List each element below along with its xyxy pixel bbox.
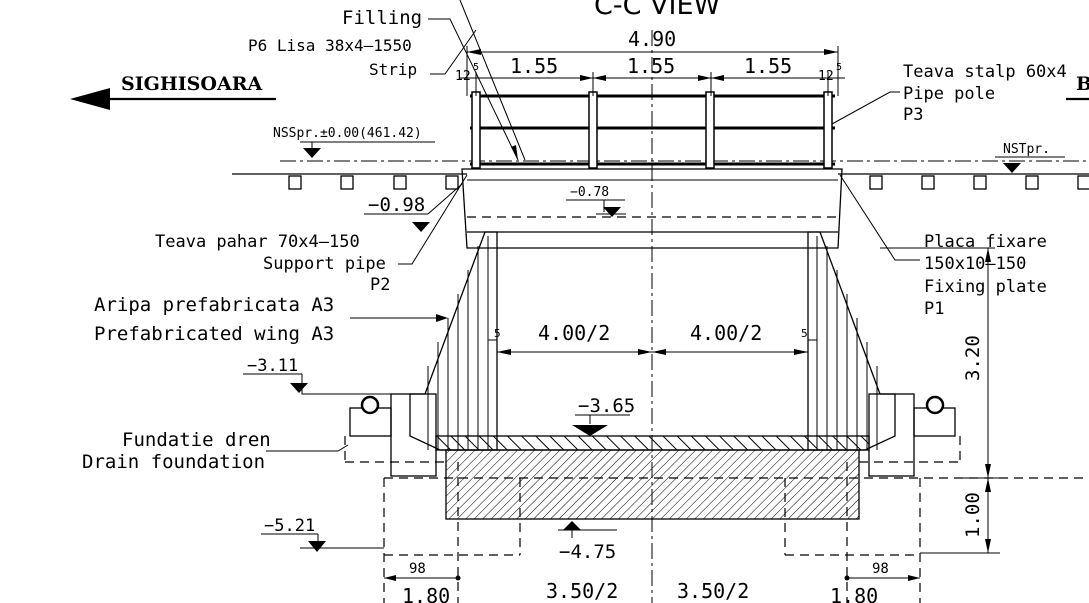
- level-365: −3.65: [578, 395, 635, 417]
- callout-pipe-pole-code: P3: [903, 105, 923, 125]
- level-098-mark: [364, 183, 463, 232]
- callout-fixing-plate-en: Fixing plate: [924, 277, 1047, 297]
- callout-wing-en: Prefabricated wing A3: [94, 323, 334, 345]
- direction-left-arrow: [70, 88, 276, 110]
- callout-support-pipe-code: P2: [370, 275, 390, 295]
- callout-drain-ro: Fundatie dren: [122, 429, 271, 451]
- level-nss-mark: [300, 141, 435, 158]
- level-521: −5.21: [264, 516, 315, 536]
- bottom-slab: [435, 435, 870, 451]
- dim-bottom-right: 1.80: [830, 584, 878, 603]
- leader-support-pipe: [398, 174, 468, 265]
- leader-pipe-pole: [831, 91, 900, 125]
- drain-right: [859, 393, 961, 477]
- dimension-vertical: [880, 247, 1000, 554]
- dim-edge-left-sup: 5: [473, 62, 479, 73]
- lower-dashed-walls: [383, 462, 921, 603]
- level-311-mark: [243, 373, 391, 395]
- dim-bottom-mid-right: 3.50/2: [677, 579, 749, 603]
- level-098: −0.98: [368, 194, 425, 216]
- dim-bottom-mid-left: 3.50/2: [546, 579, 618, 603]
- callout-fixing-plate-size: 150x10–150: [924, 254, 1026, 274]
- leader-fixing-plate: [839, 174, 920, 261]
- dim-span-right: 1.55: [744, 54, 792, 78]
- dim-height-wall: 3.20: [962, 335, 984, 381]
- dim-half-right: 4.00/2: [690, 321, 762, 345]
- dim-half-left: 4.00/2: [538, 321, 610, 345]
- railing: [470, 91, 835, 169]
- callout-fixing-plate-code: P1: [924, 299, 944, 319]
- callout-filling: Filling: [342, 7, 422, 29]
- level-078-mark: [566, 199, 626, 217]
- dim-found-right: 98: [872, 561, 889, 577]
- callout-drain-en: Drain foundation: [82, 451, 265, 473]
- foundation-block: [445, 449, 860, 520]
- level-521-mark: [261, 533, 384, 552]
- callout-pipe-pole-ro: Teava stalp 60x4: [903, 62, 1067, 82]
- level-475: −4.75: [559, 541, 616, 563]
- dim-edge-right-sup: 5: [836, 62, 842, 73]
- leader-filling: [428, 0, 526, 161]
- level-078: −0.78: [570, 185, 609, 200]
- sleepers-left: [288, 175, 459, 190]
- sleepers-right: [869, 175, 1089, 190]
- dim-found-left: 98: [409, 561, 426, 577]
- dimension-top: [460, 46, 845, 96]
- wing-left: [409, 231, 498, 451]
- drain-left: [344, 393, 446, 477]
- dim-wall-left: 5: [494, 327, 501, 340]
- direction-left-label: SIGHISOARA: [121, 73, 262, 95]
- level-365-mark: [572, 414, 630, 436]
- level-nst: NSTpr.: [1003, 142, 1050, 157]
- dim-height-found: 1.00: [962, 492, 984, 538]
- callout-support-pipe-en: Support pipe: [263, 254, 386, 274]
- callout-support-pipe-ro: Teava pahar 70x4–150: [155, 232, 360, 252]
- dim-edge-left: 12: [455, 69, 471, 84]
- callout-lisa-en: Strip: [369, 60, 417, 79]
- level-475-mark: [558, 521, 617, 538]
- callout-fixing-plate-ro: Placa fixare: [924, 232, 1047, 252]
- dim-bottom-left: 1.80: [402, 584, 450, 603]
- level-nst-mark: [995, 156, 1065, 173]
- wing-right: [807, 231, 896, 451]
- dim-edge-right: 12: [818, 69, 834, 84]
- level-311: −3.11: [247, 356, 298, 376]
- dimension-inner: [488, 339, 817, 355]
- dim-span-left: 1.55: [510, 54, 558, 78]
- deck-slab: [461, 168, 843, 249]
- dimension-bottom: [384, 575, 920, 581]
- callout-pipe-pole-en: Pipe pole: [903, 84, 995, 104]
- dim-total-width: 4.90: [628, 27, 676, 51]
- direction-right-label: B: [1076, 73, 1089, 95]
- level-nss: NSSpr.±0.00(461.42): [273, 126, 422, 141]
- leader-lisa: [430, 29, 477, 75]
- leader-drain: [266, 444, 349, 452]
- dim-span-mid: 1.55: [627, 54, 675, 78]
- view-title: C-C VIEW: [594, 0, 720, 21]
- leader-wing: [350, 314, 448, 322]
- callout-lisa-ro: P6 Lisa 38x4–1550: [248, 36, 412, 55]
- callout-wing-ro: Aripa prefabricata A3: [94, 294, 334, 316]
- dim-wall-right: 5: [801, 327, 808, 340]
